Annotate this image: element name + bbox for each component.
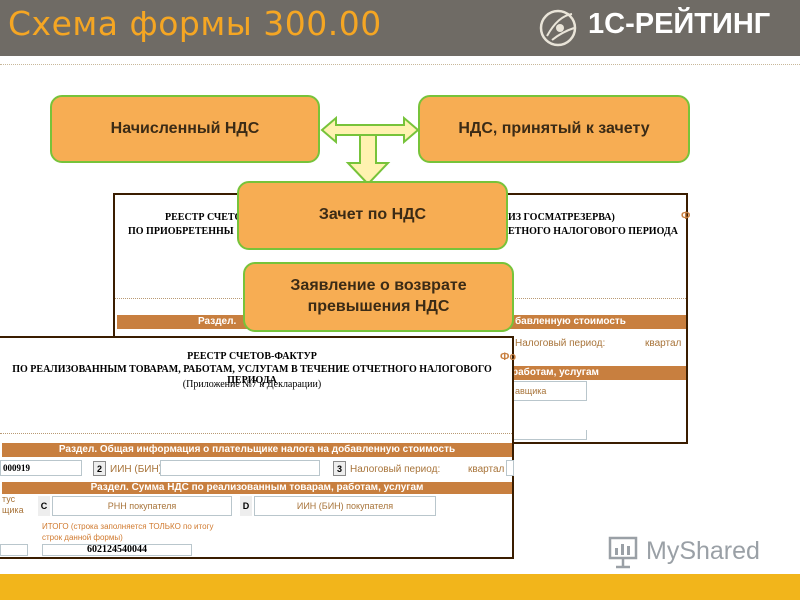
back-bar-2-right: работам, услугам: [512, 367, 599, 378]
header-divider: [0, 64, 800, 65]
front-buyer-iin-field[interactable]: [254, 496, 436, 516]
front-left-total-field[interactable]: [0, 544, 28, 556]
accrued-vat-box: Начисленный НДС: [50, 95, 320, 163]
front-col-c-label: РНН покупателя: [107, 501, 177, 511]
front-form-title-3: (Приложение №7 к Декларации): [182, 379, 322, 390]
myshared-watermark: MyShared: [606, 534, 776, 570]
front-total-note-1: ИТОГО (строка заполняется ТОЛЬКО по итог…: [42, 522, 214, 531]
vat-sales-register-form: РЕЕСТР СЧЕТОВ-ФАКТУР ПО РЕАЛИЗОВАННЫМ ТО…: [0, 336, 517, 559]
back-bar-1-left: Раздел.: [198, 316, 237, 327]
back-bar-1-right: бавленную стоимость: [515, 316, 626, 327]
front-quarter-label: квартал: [468, 464, 505, 475]
watermark-text: MyShared: [646, 537, 760, 565]
accepted-vat-box: НДС, принятый к зачету: [418, 95, 690, 163]
back-form-title-left-2: ПО ПРИОБРЕТЕННЫ: [128, 226, 234, 237]
vat-offset-box: Зачет по НДС: [237, 181, 508, 250]
front-iin-field[interactable]: [160, 460, 320, 476]
front-status-label-2: щика: [2, 505, 24, 515]
brand-logo: 1С-РЕЙТИНГ: [538, 6, 793, 50]
back-form-title-right-1: ИЗ ГОСМАТРЕЗЕРВА): [508, 212, 615, 223]
front-buyer-rnn-field[interactable]: [52, 496, 232, 516]
front-form-divider: [0, 433, 512, 434]
front-form-title-2: ПО РЕАЛИЗОВАННЫМ ТОВАРАМ, РАБОТАМ, УСЛУГ…: [12, 364, 492, 386]
front-total-note-2: строк данной формы): [42, 533, 123, 542]
front-id-value: 000919: [3, 463, 30, 473]
front-field-2-label: ИИН (БИН): [110, 464, 163, 475]
front-quarter-field[interactable]: [506, 460, 514, 476]
front-total-field[interactable]: [42, 544, 192, 556]
vat-refund-box: Заявление о возврате превышения НДС: [243, 262, 514, 332]
front-col-d-marker: D: [240, 496, 252, 516]
footer-bar: [0, 574, 800, 600]
presentation-icon: [608, 536, 638, 569]
back-form-title-left-1: РЕЕСТР СЧЕТО: [165, 212, 243, 223]
front-col-d-label: ИИН (БИН) покупателя: [296, 501, 394, 511]
front-form-bar-2: Раздел. Сумма НДС по реализованным товар…: [2, 482, 512, 494]
vat-refund-line-2: превышения НДС: [307, 298, 450, 315]
front-form-bar-1: Раздел. Общая информация о плательщике н…: [2, 443, 512, 457]
front-field-2-number: 2: [93, 461, 106, 476]
front-field-3-label: Налоговый период:: [350, 464, 441, 475]
back-empty-field[interactable]: [511, 430, 587, 440]
header-bar: Схема формы 300.00 1С-РЕЙТИНГ: [0, 0, 800, 56]
front-field-3-number: 3: [333, 461, 346, 476]
front-total-value: 602124540044: [87, 544, 147, 555]
back-quarter-label: квартал: [645, 338, 682, 349]
back-period-label: Налоговый период:: [515, 338, 606, 349]
back-supplier-label: авщика: [515, 386, 547, 396]
logo-emblem-icon: [539, 9, 577, 47]
front-form-mark: Фо: [500, 351, 517, 363]
slide-title: Схема формы 300.00: [8, 4, 382, 43]
front-id-field[interactable]: [0, 460, 82, 476]
brand-name: 1С-РЕЙТИНГ: [588, 8, 771, 40]
front-col-c-marker: C: [38, 496, 50, 516]
front-status-label-1: тус: [2, 494, 16, 504]
vat-refund-line-1: Заявление о возврате: [290, 277, 467, 295]
back-form-title-right-2: ЕТНОГО НАЛОГОВОГО ПЕРИОДА: [508, 226, 678, 237]
back-form-mark: Ф: [681, 210, 691, 222]
front-form-title-1: РЕЕСТР СЧЕТОВ-ФАКТУР: [187, 351, 317, 362]
